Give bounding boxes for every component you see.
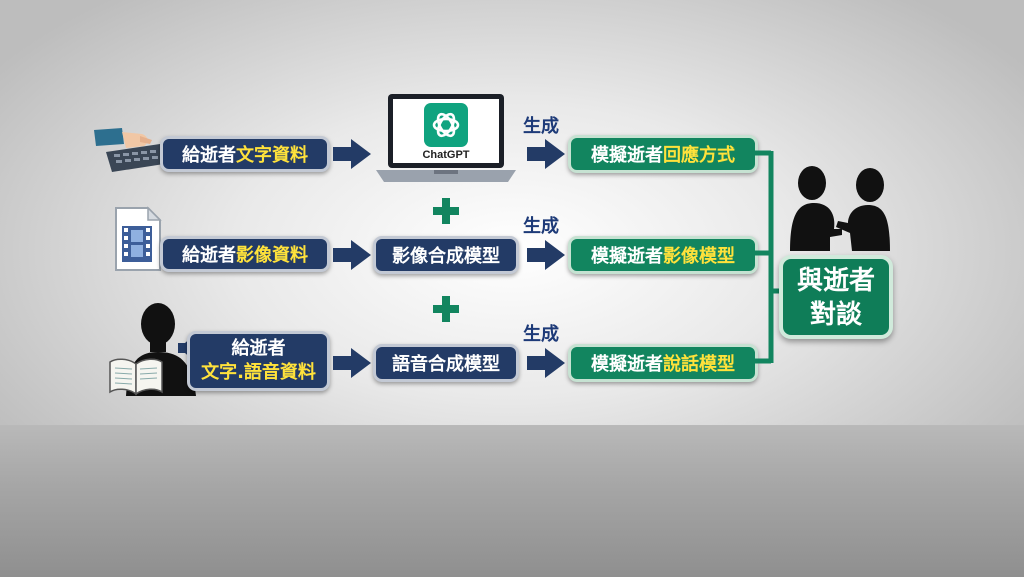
plus-icon [433,198,459,224]
output-row1-prefix: 模擬逝者 [591,145,663,166]
two-people-talking-icon [790,166,890,251]
source-text-data: 給逝者文字資料 [160,136,330,172]
output-row1-highlight: 回應方式 [663,145,735,166]
output-row2-highlight: 影像模型 [663,246,735,267]
source-text-highlight: 文字資料 [236,145,308,166]
arrow-row1-a [333,139,371,169]
film-file-icon [115,206,162,271]
generate-label-row3: 生成 [523,324,559,345]
output-speech-model: 模擬逝者說話模型 [568,344,758,382]
source-image-data: 給逝者影像資料 [160,236,330,272]
arrow-row2-a [333,240,371,270]
open-book-icon [109,358,163,396]
arrow-row2-b [527,240,565,270]
image-synthesis-model: 影像合成模型 [373,236,519,274]
source-image-prefix: 給逝者 [182,245,236,266]
source-voice-line1: 給逝者 [231,338,286,359]
keyboard-hand-icon [94,128,164,172]
source-voice-highlight: 文字.語音資料 [201,362,316,383]
output-row3-highlight: 說話模型 [663,354,735,375]
arrow-row3-a [333,348,371,378]
chatgpt-label: ChatGPT [422,149,470,161]
generate-label-row2: 生成 [523,216,559,237]
chatgpt-logo-icon [424,103,468,147]
source-text-prefix: 給逝者 [182,145,236,166]
floor-background [0,425,1024,577]
source-text-voice-data: 給逝者 文字.語音資料 [187,331,330,391]
arrow-row1-b [527,139,565,169]
arrow-row3-b [527,348,565,378]
output-row3-prefix: 模擬逝者 [591,354,663,375]
source-image-highlight: 影像資料 [236,245,308,266]
talk-with-deceased-box: 與逝者 對談 [779,255,893,339]
plus-icon [433,296,459,322]
output-row2-prefix: 模擬逝者 [591,246,663,267]
result-line2: 對談 [809,300,862,330]
bracket-connector [755,150,785,364]
output-response-style: 模擬逝者回應方式 [568,135,758,173]
output-image-model: 模擬逝者影像模型 [568,236,758,274]
result-line1: 與逝者 [796,266,875,296]
generate-label-row1: 生成 [523,116,559,137]
voice-synthesis-model: 語音合成模型 [373,344,519,382]
